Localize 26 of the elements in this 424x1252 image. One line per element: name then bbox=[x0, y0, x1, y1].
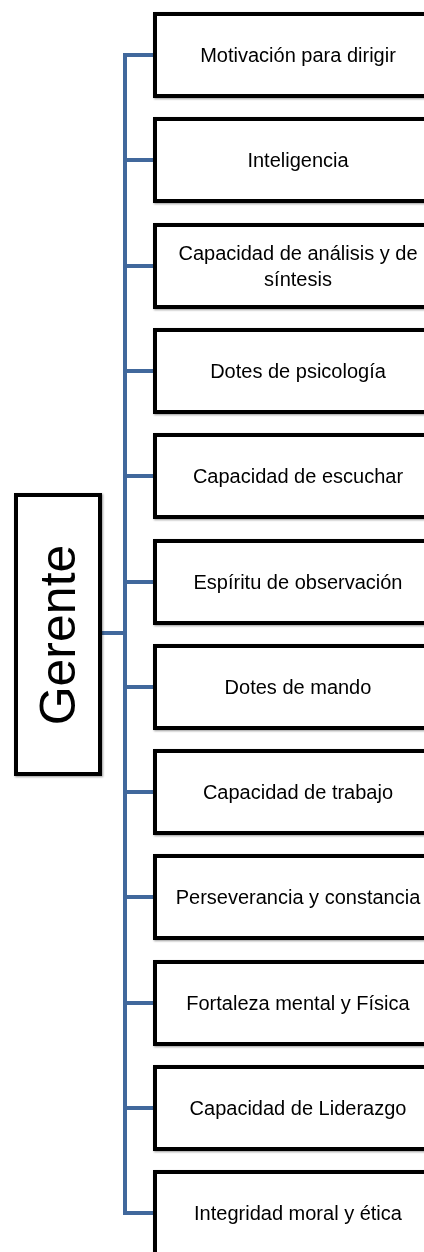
trait-box bbox=[153, 12, 424, 98]
node-label: Inteligencia bbox=[246, 148, 350, 173]
node-label: Espíritu de observación bbox=[192, 570, 404, 595]
trait-box bbox=[153, 539, 424, 625]
trait-box bbox=[153, 223, 424, 309]
trait-box bbox=[153, 1170, 424, 1252]
trait-box bbox=[153, 433, 424, 519]
node-label: Gerente bbox=[29, 544, 87, 725]
trait-box bbox=[153, 960, 424, 1046]
node-label: Capacidad de trabajo bbox=[201, 780, 395, 805]
node-label: Dotes de mando bbox=[223, 675, 373, 700]
node-label: Capacidad de escuchar bbox=[191, 464, 405, 489]
node-label: Motivación para dirigir bbox=[199, 43, 397, 68]
node-label: Dotes de psicología bbox=[209, 359, 387, 384]
node-label: Capacidad de análisis y de síntesis bbox=[177, 241, 419, 292]
trait-box bbox=[153, 749, 424, 835]
node-label: Fortaleza mental y Física bbox=[185, 991, 411, 1016]
trait-box bbox=[153, 1065, 424, 1151]
node-label: Capacidad de Liderazgo bbox=[188, 1096, 408, 1121]
trait-box bbox=[153, 328, 424, 414]
trait-box bbox=[153, 117, 424, 203]
trait-box bbox=[153, 854, 424, 940]
root-box bbox=[14, 493, 102, 776]
node-label: Perseverancia y constancia bbox=[174, 885, 422, 910]
node-label: Integridad moral y ética bbox=[193, 1201, 403, 1226]
trait-box bbox=[153, 644, 424, 730]
